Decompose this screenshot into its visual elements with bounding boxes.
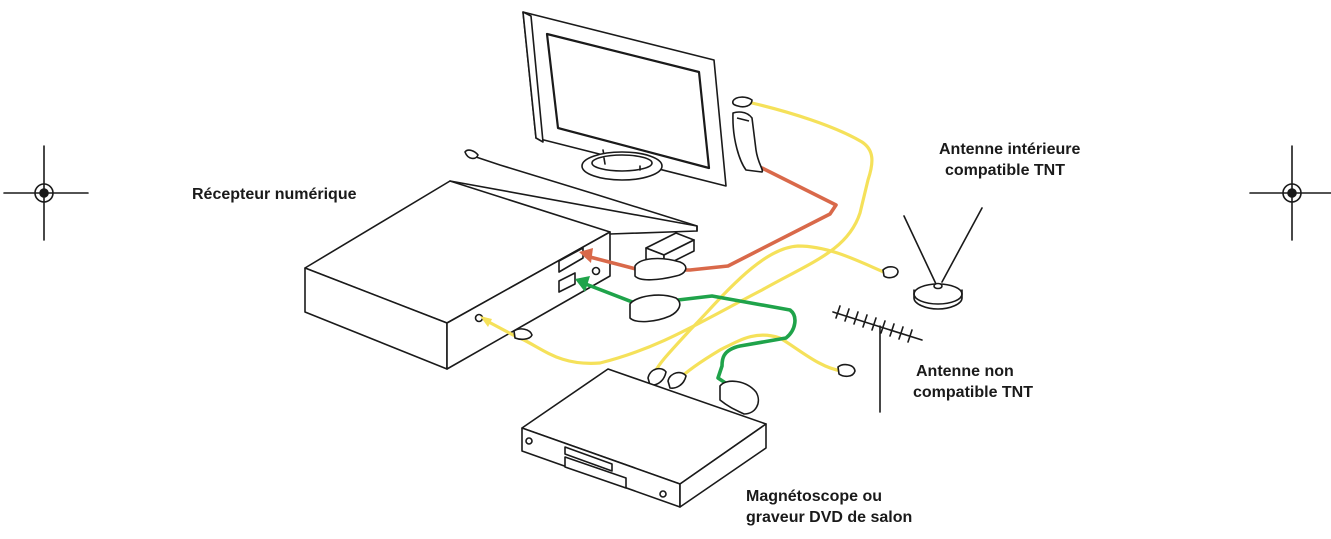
scart-cable xyxy=(676,294,797,388)
label-indoor-antenna: Antenne intérieure compatible TNT xyxy=(939,141,1081,179)
scart-cable-receiver xyxy=(581,281,642,307)
scart-plug-recorder xyxy=(719,380,760,415)
coax-arrow-head xyxy=(480,316,492,327)
hdmi-cable-receiver xyxy=(584,254,642,272)
coax-cable-outdoor-antenna xyxy=(676,333,844,382)
coax-plug-tv xyxy=(731,96,753,108)
coax-plug-recorder-2 xyxy=(667,371,687,389)
hdmi-arrow-head xyxy=(579,248,593,263)
label-outdoor-antenna: Antenne non compatible TNT xyxy=(913,363,1034,401)
registration-mark-right xyxy=(1249,145,1331,241)
hdmi-cable xyxy=(678,166,838,272)
television xyxy=(522,11,727,187)
digital-receiver xyxy=(304,180,698,370)
dvd-recorder xyxy=(521,368,767,508)
outdoor-antenna xyxy=(832,305,923,413)
label-recorder: Magnétoscope ou graveur DVD de salon xyxy=(746,488,913,526)
coax-cable-tv xyxy=(518,101,874,365)
power-cord xyxy=(464,149,698,232)
indoor-antenna xyxy=(903,207,983,310)
coax-plug-recorder-1 xyxy=(647,367,667,386)
hdmi-plug-receiver xyxy=(634,257,687,281)
registration-mark-left xyxy=(3,145,89,241)
scart-arrow-head xyxy=(575,276,590,292)
hdmi-plug-tv xyxy=(732,111,764,173)
scart-plug-receiver xyxy=(629,294,681,323)
coax-plug-receiver xyxy=(513,328,533,341)
coax-cable-indoor-antenna xyxy=(653,244,888,374)
coax-plug-outdoor-antenna xyxy=(837,363,856,378)
label-digital-receiver: Récepteur numérique xyxy=(192,186,357,203)
coax-plug-indoor-antenna xyxy=(882,266,899,279)
